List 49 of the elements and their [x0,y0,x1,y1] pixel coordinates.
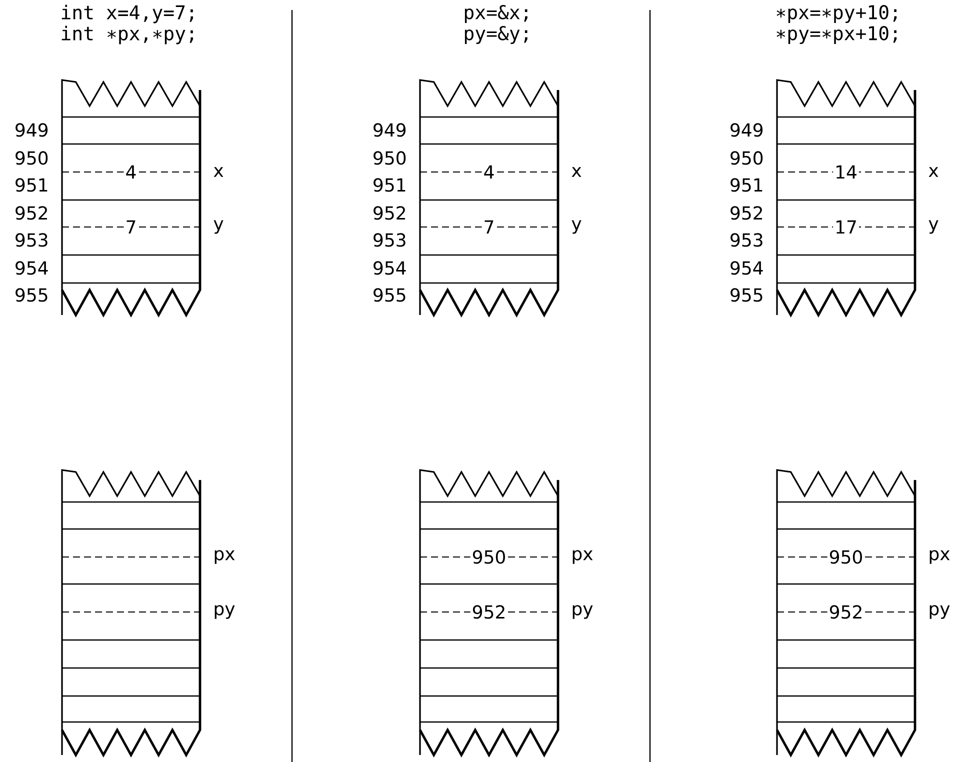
value-text: 952 [827,604,865,620]
address-label: 955 [374,288,406,302]
variable-label: py [214,605,235,619]
address-label: 949 [374,123,406,137]
value-text: 950 [827,548,865,566]
address-label: 949 [16,123,48,137]
code-text: px=&x; [464,4,528,24]
value-text: 17 [833,218,859,236]
value-text: 14 [833,164,859,180]
code-text: ∗px=∗py+10; [776,4,897,24]
address-label: 955 [16,288,48,302]
address-label: 951 [730,178,762,192]
variable-label: y [572,220,582,234]
address-label: 951 [16,178,48,192]
address-label: 951 [374,178,406,192]
address-label: 952 [16,206,47,220]
address-label: 952 [730,206,762,220]
code-text: int ∗px,∗py; [62,26,194,44]
variable-label: y [928,220,938,234]
address-label: 950 [16,151,48,165]
address-label: 954 [730,261,763,275]
address-label: 955 [730,288,762,302]
address-label: 954 [16,261,48,275]
address-label: 954 [374,261,406,275]
code-text: ∗py=∗px+10; [776,26,897,44]
address-label: 952 [374,206,405,220]
address-label: 950 [374,151,406,165]
variable-label: px [214,550,235,564]
variable-label: py [572,605,593,619]
variable-label: x [214,167,224,177]
variable-label: px [572,550,593,564]
variable-label: y [214,220,224,234]
variable-label: x [928,167,938,177]
address-label: 953 [374,233,406,247]
address-label: 953 [730,233,762,247]
value-text: 950 [470,548,508,566]
address-label: 950 [730,151,763,165]
variable-label: py [930,605,950,619]
variable-label: px [930,550,950,564]
address-label: 949 [730,123,763,137]
value-text: 7 [482,218,496,236]
address-label: 953 [16,233,48,247]
code-text: py=&y; [464,26,528,44]
variable-label: x [572,167,582,177]
value-text: 952 [470,604,508,620]
value-text: 4 [482,164,496,180]
value-text: 4 [124,164,138,180]
value-text: 7 [124,218,138,236]
code-text: int x=4,y=7; [62,4,194,24]
